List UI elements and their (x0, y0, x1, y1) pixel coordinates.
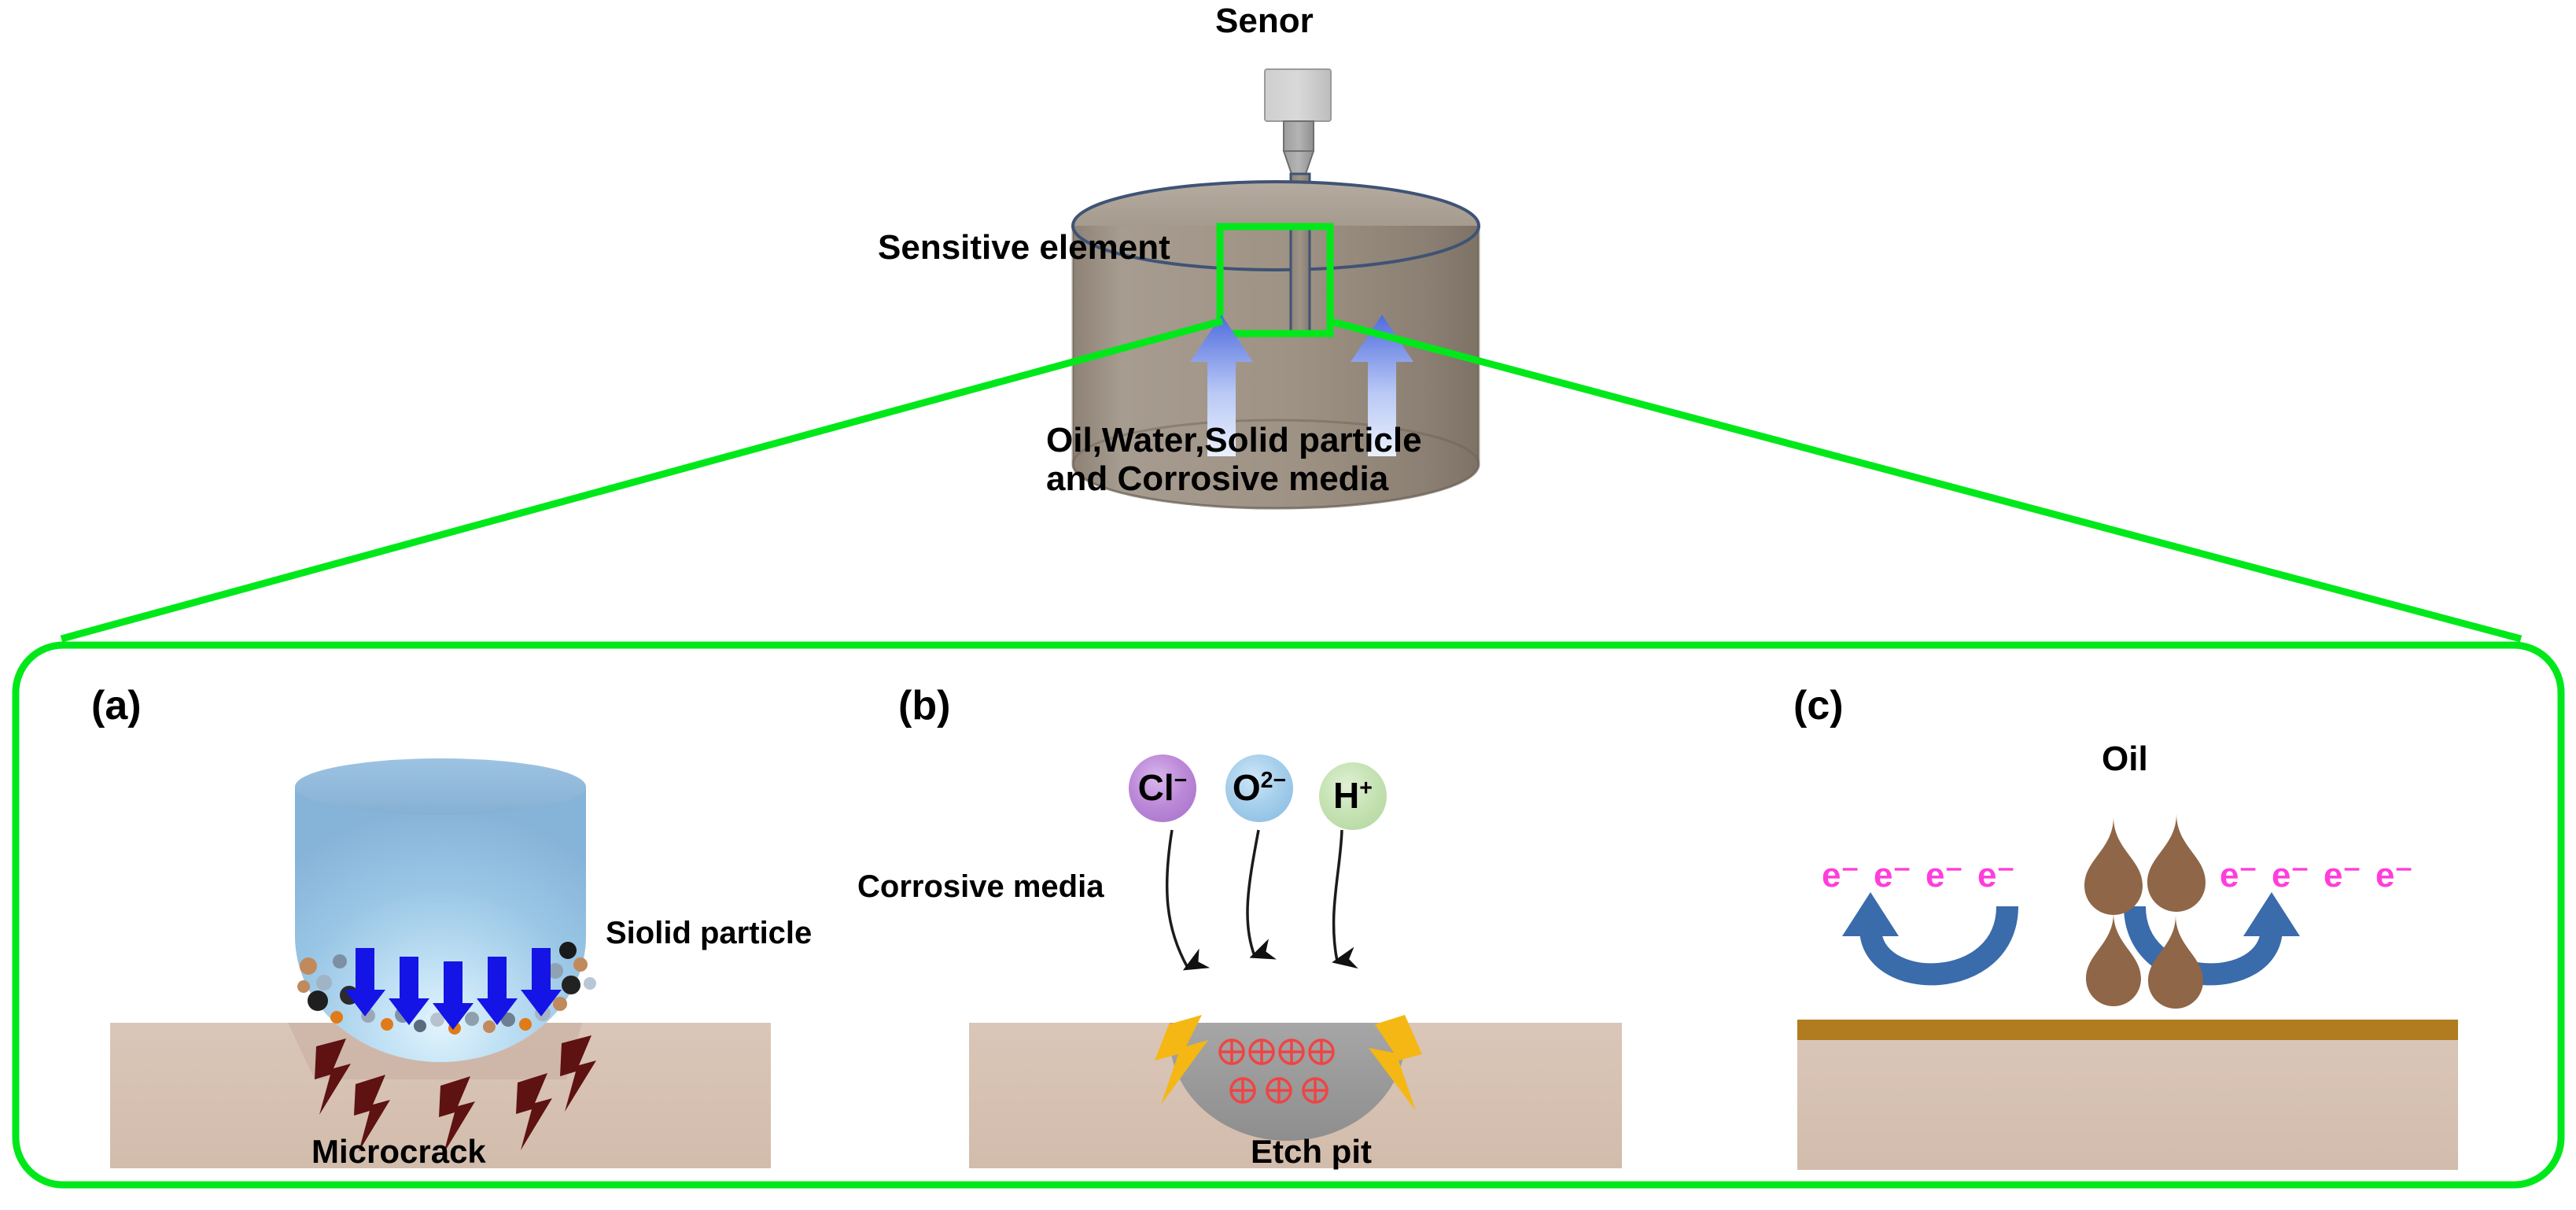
electron-label: e⁻ (1977, 856, 2015, 895)
sensor-stem-submerged (1289, 224, 1311, 334)
electron-label: e⁻ (2272, 856, 2309, 895)
panel-b-content (969, 754, 1622, 1168)
panel-a-tag: (a) (91, 683, 142, 729)
storage-tank (1071, 180, 1480, 510)
oxide-ion-symbol-charge: 2− (1260, 767, 1287, 793)
oxide-ion-symbol-base: O (1232, 767, 1261, 809)
panel-c-tag: (c) (1793, 683, 1844, 729)
panel-b-tag: (b) (898, 683, 951, 729)
media-label-line1: Oil,Water,Solid particle (1046, 421, 1422, 459)
tank-rim-back (1071, 225, 1480, 271)
corrosive-media-label: Corrosive media (857, 869, 1104, 904)
ion-paths (1165, 829, 1358, 971)
oil-label: Oil (2102, 740, 2148, 778)
electron-label: e⁻ (1822, 856, 1859, 895)
electron-label: e⁻ (1874, 856, 1911, 895)
panel-c-content (1797, 813, 2458, 1170)
chloride-ion-symbol-charge: − (1174, 767, 1188, 793)
electron-arc-left (1859, 906, 2018, 986)
tank-bottom-ellipse (1071, 419, 1480, 510)
solid-particle-label: Siolid particle (606, 916, 813, 950)
water-droplet-top (295, 758, 586, 815)
electron-arrowhead-right (2243, 892, 2300, 936)
sensor-taper-icon (1282, 150, 1315, 175)
chloride-ion-bubble (1129, 754, 1196, 822)
electron-arrow-heads (1842, 892, 2300, 936)
detail-panel-frame (12, 641, 2565, 1189)
sensor-head-icon (1264, 68, 1332, 122)
microcrack-bolts (315, 1035, 596, 1153)
sensor-title: Senor (1215, 2, 1314, 40)
chloride-ion-symbol-base: Cl (1137, 767, 1174, 809)
pit-charge-row-1 (1218, 1038, 1335, 1065)
electron-arrowhead-left (1842, 892, 1899, 936)
etch-pit-label: Etch pit (1251, 1133, 1372, 1170)
corrosion-bolt-left (1155, 1015, 1208, 1105)
impact-arrows (345, 948, 562, 1030)
sensitive-element-label: Sensitive element (878, 228, 1170, 267)
hydrogen-ion-symbol: H+ (1333, 775, 1373, 817)
sensor-neck-icon (1283, 120, 1314, 152)
panel-a-content (110, 758, 771, 1168)
corrosion-bolts (1155, 1015, 1422, 1111)
pit-charge-markers (1218, 1038, 1335, 1104)
gold-surface-layer (1797, 1020, 2458, 1040)
electron-transfer-arrows (1859, 906, 2283, 986)
hydrogen-ion-symbol-charge: + (1359, 775, 1373, 801)
oxide-ion-symbol: O2− (1232, 767, 1287, 809)
hydrogen-ion-symbol-base: H (1333, 775, 1360, 817)
electron-arc-right (2124, 906, 2283, 986)
callout-connectors (60, 317, 2523, 643)
callout-line-left (60, 317, 1224, 643)
inflow-arrow-right (1351, 315, 1413, 456)
oil-droplets (2084, 813, 2206, 1009)
zoom-region-box[interactable] (1216, 223, 1334, 338)
microcrack-label: Microcrack (311, 1133, 486, 1170)
inflow-arrow-left (1190, 315, 1253, 456)
hydrogen-ion-bubble (1319, 762, 1387, 830)
ion-bubbles (1129, 754, 1387, 830)
media-label-line2: and Corrosive media (1046, 459, 1389, 499)
chloride-ion-symbol: Cl− (1137, 767, 1188, 809)
electron-label: e⁻ (2375, 856, 2413, 895)
media-inflow-arrows (1190, 315, 1413, 456)
electron-label: e⁻ (2220, 856, 2257, 895)
electron-label: e⁻ (1926, 856, 1963, 895)
pit-charge-row-2 (1229, 1077, 1329, 1104)
electron-label: e⁻ (2324, 856, 2361, 895)
substrate-c (1797, 1032, 2458, 1170)
tank-body-outline (1071, 226, 1480, 510)
callout-line-right (1328, 317, 2523, 643)
media-label: Oil,Water,Solid particle and Corrosive m… (1046, 421, 1422, 499)
oxide-ion-bubble (1225, 754, 1293, 822)
corrosion-bolt-right (1369, 1015, 1422, 1111)
